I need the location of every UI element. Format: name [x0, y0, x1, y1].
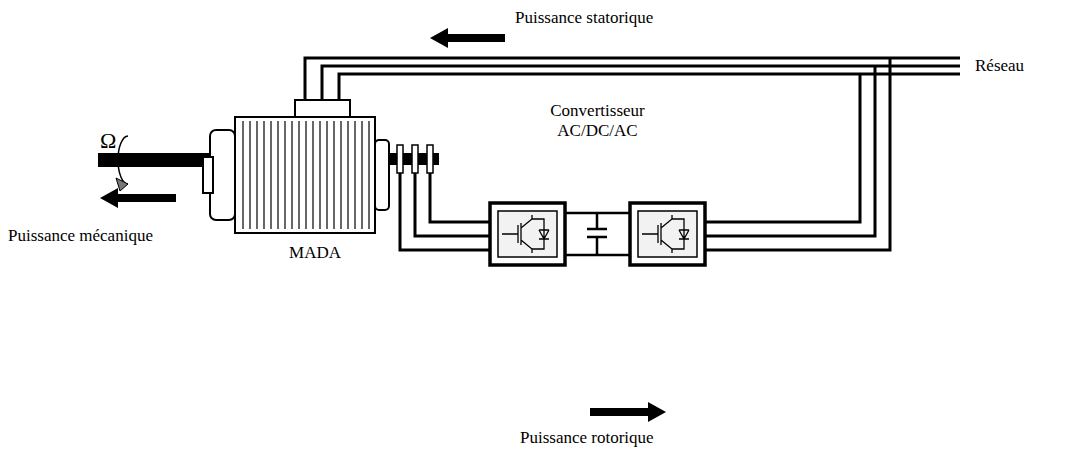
shaft	[98, 153, 212, 167]
converter-blocks	[490, 203, 705, 265]
cooling-fin	[354, 121, 355, 229]
bridge-frame	[630, 203, 705, 265]
mada-machine	[203, 100, 439, 233]
power-label: Puissance mécanique	[8, 226, 153, 246]
cooling-fin	[284, 121, 285, 229]
bearing-cap	[203, 157, 213, 193]
stator-wire	[305, 58, 960, 100]
grid-wire	[705, 66, 875, 236]
igbt-symbol	[502, 215, 549, 253]
cooling-fin	[291, 121, 292, 229]
bridge-inner	[498, 211, 557, 257]
slip-ring	[397, 145, 403, 173]
cooling-fin	[298, 121, 299, 229]
grid-label: Réseau	[975, 56, 1024, 76]
cooling-fin	[256, 121, 257, 229]
grid-wire	[705, 74, 860, 222]
stator-power-arrow	[430, 28, 505, 48]
cooling-fin	[263, 121, 264, 229]
mechanical-power-arrow	[100, 188, 176, 208]
grid-converter-wires	[705, 58, 890, 250]
cooling-fin	[319, 121, 320, 229]
rotor-wire	[400, 173, 490, 250]
machine-name: MADA	[255, 243, 375, 263]
speed-symbol: Ω	[100, 128, 116, 153]
igbt-bridge	[490, 203, 565, 265]
rotor-power-arrow	[590, 402, 666, 422]
stator-wire	[339, 74, 960, 100]
rotor-wire	[415, 173, 490, 236]
cooling-fin	[347, 121, 348, 229]
slip-ring	[412, 145, 418, 173]
igbt-bridge	[630, 203, 705, 265]
rotation-arc	[118, 136, 128, 184]
converter-node: Convertisseur AC/DC/AC	[490, 95, 705, 270]
terminal-box	[295, 100, 350, 117]
grid-wire	[705, 58, 890, 250]
cooling-fin	[361, 121, 362, 229]
slip-ring	[427, 145, 433, 173]
rear-shield	[375, 140, 389, 210]
cooling-fin	[368, 121, 369, 229]
rotor-wires	[400, 173, 490, 250]
igbt-symbol	[642, 215, 689, 253]
cooling-fin	[312, 121, 313, 229]
cooling-fin	[249, 121, 250, 229]
cooling-fin	[326, 121, 327, 229]
cooling-fin	[340, 121, 341, 229]
converter-title: Convertisseur AC/DC/AC	[535, 101, 660, 140]
cooling-fin	[242, 121, 243, 229]
bridge-frame	[490, 203, 565, 265]
power-label: Puissance rotorique	[520, 428, 654, 448]
cooling-fin	[305, 121, 306, 229]
cooling-fin	[333, 121, 334, 229]
stator-body	[235, 117, 375, 233]
stator-wire	[322, 66, 960, 100]
dc-capacitor	[587, 213, 607, 255]
rotor-wire	[430, 173, 490, 222]
power-label: Puissance statorique	[515, 8, 653, 28]
cooling-fin	[277, 121, 278, 229]
machine-node: MADA	[195, 95, 455, 275]
cooling-fin	[270, 121, 271, 229]
stator-wires	[305, 58, 960, 100]
bridge-inner	[638, 211, 697, 257]
